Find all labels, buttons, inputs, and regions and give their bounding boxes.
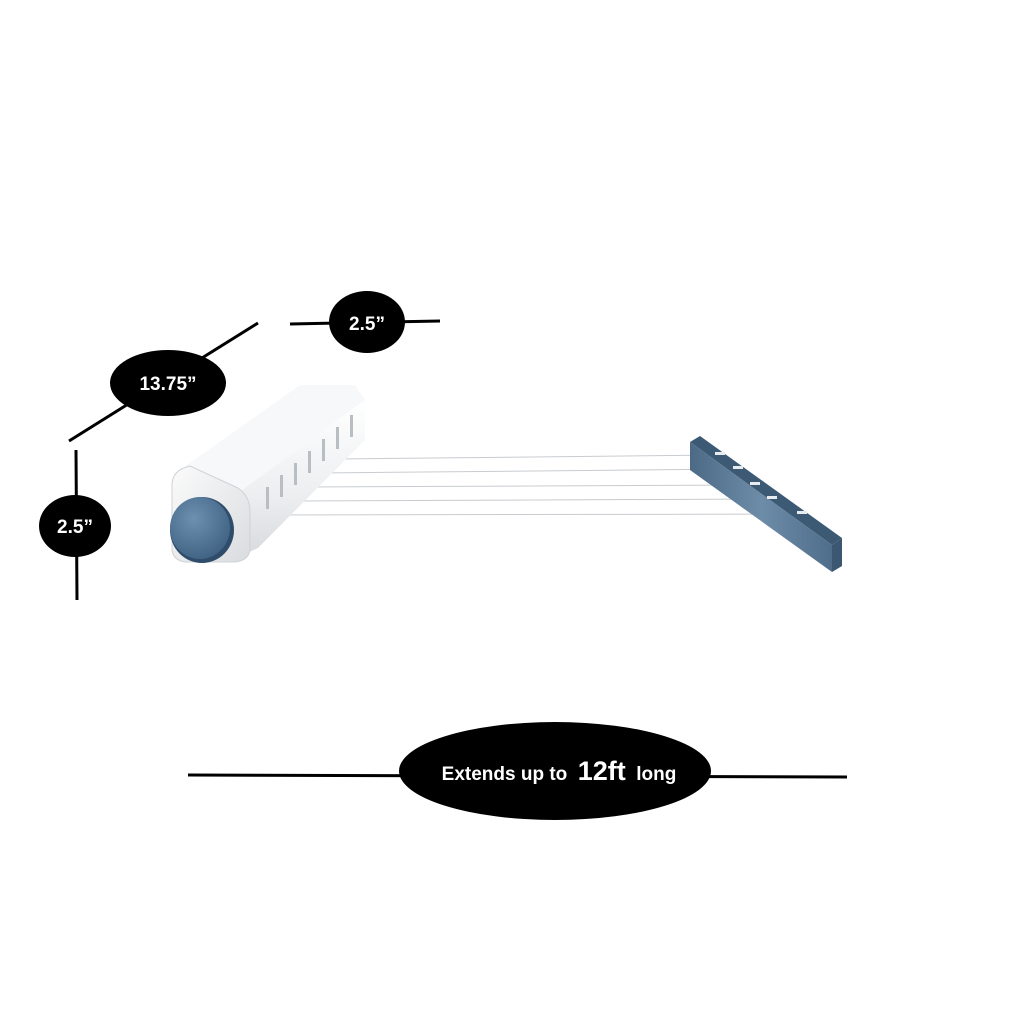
clothesline-product — [170, 385, 842, 572]
cord — [337, 451, 721, 459]
retractable-reel-housing-icon — [170, 385, 365, 563]
reel-knob-icon — [170, 497, 234, 563]
depth-label: 2.5” — [349, 314, 385, 335]
cord — [321, 465, 736, 473]
depth-badge — [329, 291, 405, 353]
height-badge — [39, 495, 111, 557]
cord — [291, 495, 771, 501]
extension-badge — [399, 722, 711, 820]
cord — [277, 510, 801, 515]
length-badge — [110, 350, 226, 416]
extension-value: 12ft — [578, 756, 626, 786]
extension-prefix: Extends up to — [442, 764, 568, 785]
extension-label: Extends up to 12ft long — [442, 756, 677, 786]
length-label: 13.75” — [139, 374, 196, 395]
length-dimension: 13.75” — [68, 321, 259, 443]
depth-dimension: 2.5” — [289, 291, 441, 353]
height-dimension: 2.5” — [39, 449, 111, 601]
cord — [305, 481, 753, 487]
extension-callout: Extends up to 12ft long — [187, 722, 848, 820]
clothesline-cords — [277, 451, 801, 515]
clothesline-end-bar-icon — [690, 436, 842, 572]
height-label: 2.5” — [57, 517, 93, 538]
extension-suffix: long — [636, 764, 676, 785]
clothesline-cords-shadow — [277, 454, 801, 516]
